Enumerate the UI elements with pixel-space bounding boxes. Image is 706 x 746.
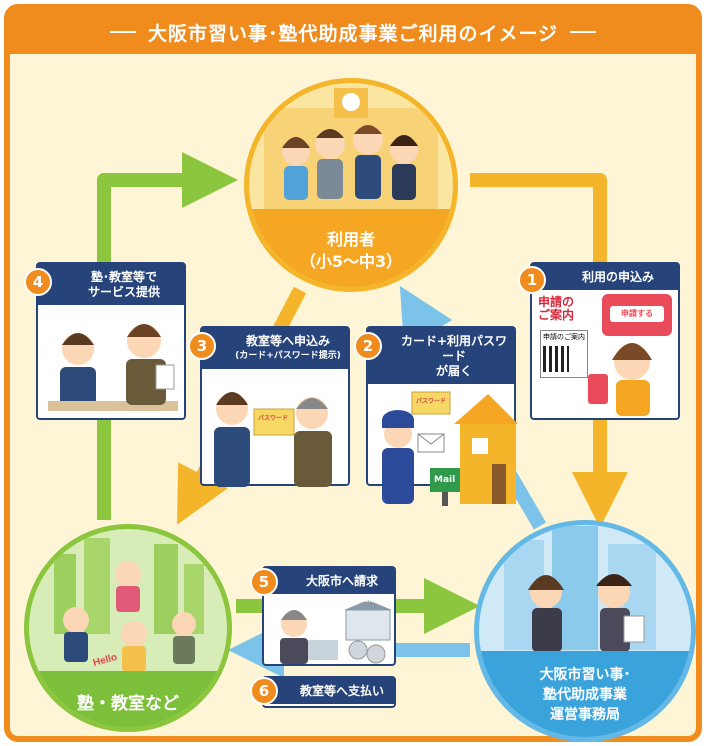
office-illustration — [504, 526, 656, 652]
user-label-line1: 利用者 — [326, 230, 375, 249]
step-6-number: 6 — [250, 677, 278, 705]
user-label-line2: （小5～中3） — [299, 252, 403, 271]
title-bar: 大阪市習い事･塾代助成事業ご利用のイメージ — [10, 10, 696, 54]
step-4-illustration — [38, 305, 184, 425]
step-1-card-title-1: 申請の — [538, 295, 575, 309]
step-3-card-text: パスワード — [258, 415, 289, 422]
step-3-illustration: パスワード — [202, 369, 348, 491]
step-1-box: 1 利用の申込み 申請の ご案内 申請する 申請のご案内 — [518, 262, 680, 420]
step-4-header-line2: サービス提供 — [87, 285, 160, 299]
step-2-box: 2 カード+利用パスワード が届く パスワード Mail — [354, 326, 518, 506]
school-label: 塾・教室など — [77, 694, 179, 714]
title-dash-left — [109, 31, 136, 33]
page-title: 大阪市習い事･塾代助成事業ご利用のイメージ — [147, 22, 559, 45]
step-5-box: 5 大阪市へ請求 BANK — [250, 566, 396, 666]
school-label-band — [29, 671, 227, 727]
office-node: 大阪市習い事･ 塾代助成事業 運営事務局 — [474, 520, 696, 742]
step-3-scene — [214, 392, 332, 487]
school-node: Hello 塾・教室など — [24, 524, 232, 732]
step-3-header-line1: 教室等へ申込み — [245, 334, 330, 348]
step-6-header: 教室等へ支払い — [264, 678, 394, 704]
step-1-illustration: 申請の ご案内 申請する 申請のご案内 — [532, 290, 678, 416]
step-1-person — [588, 343, 652, 416]
office-label-band — [479, 651, 691, 737]
step-1-number: 1 — [518, 266, 546, 294]
user-illustration — [264, 88, 438, 218]
office-label-line2: 塾代助成事業 — [543, 687, 627, 703]
step-1-phone-screen: 申請する — [602, 294, 672, 336]
step-2-illustration: パスワード Mail — [368, 384, 518, 506]
step-1-apply-button: 申請する — [610, 306, 664, 322]
school-illustration: Hello — [54, 538, 204, 672]
user-label: 利用者 （小5～中3） — [249, 229, 453, 273]
step-5-number: 5 — [250, 568, 278, 596]
step-1-card-title-2: ご案内 — [538, 308, 575, 322]
step-1-header: 利用の申込み — [532, 264, 678, 290]
title-dash-right — [570, 31, 597, 33]
step-2-header: カード+利用パスワード が届く — [368, 328, 514, 384]
step-2-card-text: パスワード — [416, 398, 447, 405]
step-2-scene — [382, 391, 518, 506]
step-6-box: 6 教室等へ支払い — [250, 676, 396, 708]
step-3-header-line2: (カード+パスワード提示) — [235, 351, 341, 361]
step-4-header-line1: 塾･教室等で — [90, 270, 157, 284]
step-5-scene — [280, 600, 392, 664]
hello-text: Hello — [92, 652, 118, 669]
step-2-number: 2 — [354, 332, 382, 360]
step-5-header: 大阪市へ請求 — [264, 568, 394, 594]
step-1-document-text: 申請のご案内 — [543, 333, 585, 341]
user-node: 利用者 （小5～中3） — [244, 78, 458, 292]
step-4-header: 塾･教室等で サービス提供 — [38, 264, 184, 305]
step-1-document: 申請のご案内 — [540, 330, 588, 378]
office-label: 大阪市習い事･ 塾代助成事業 運営事務局 — [479, 665, 691, 725]
qr-code-icon — [543, 346, 569, 372]
step-4-scene — [48, 324, 178, 411]
step-3-header: 教室等へ申込み (カード+パスワード提示) — [202, 328, 348, 369]
mail-label: Mail — [434, 475, 456, 485]
step-5-illustration: BANK — [264, 594, 394, 666]
user-label-band — [249, 209, 453, 287]
bank-label: BANK — [354, 597, 373, 604]
office-label-line1: 大阪市習い事･ — [539, 667, 631, 683]
step-2-header-line2: が届く — [435, 364, 472, 378]
step-4-box: 4 塾･教室等で サービス提供 — [24, 262, 186, 420]
office-label-line3: 運営事務局 — [550, 707, 620, 723]
step-3-box: 3 教室等へ申込み (カード+パスワード提示) パスワード — [188, 326, 350, 487]
step-2-header-line1: カード+利用パスワード — [400, 334, 508, 363]
step-3-number: 3 — [188, 332, 216, 360]
step-1-card-title: 申請の ご案内 — [538, 296, 574, 322]
step-4-number: 4 — [24, 268, 52, 296]
